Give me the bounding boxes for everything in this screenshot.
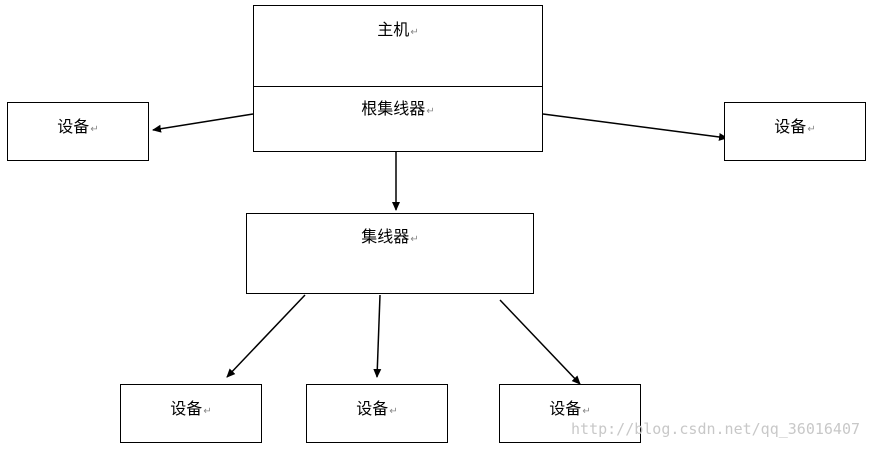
device-box-bottom-2: 设备↵ bbox=[306, 384, 448, 443]
root-hub-box: 根集线器↵ bbox=[253, 86, 543, 152]
arrow-hub-to-device-3 bbox=[499, 299, 581, 385]
device-label-row: 设备↵ bbox=[500, 399, 640, 422]
device-label-row: 设备↵ bbox=[121, 399, 261, 422]
host-label-row: 主机↵ bbox=[254, 20, 542, 43]
hub-label-row: 集线器↵ bbox=[247, 227, 533, 250]
device-label-bottom-1: 设备 bbox=[170, 399, 203, 418]
device-label-bottom-3: 设备 bbox=[549, 399, 582, 418]
device-box-bottom-3: 设备↵ bbox=[499, 384, 641, 443]
return-mark-icon: ↵ bbox=[389, 406, 398, 417]
return-mark-icon: ↵ bbox=[410, 234, 419, 245]
arrow-hub-to-device-2 bbox=[373, 294, 382, 378]
device-label-right: 设备 bbox=[774, 117, 807, 136]
root-hub-label: 根集线器 bbox=[361, 99, 426, 118]
return-mark-icon: ↵ bbox=[582, 406, 591, 417]
device-label-left: 设备 bbox=[57, 117, 90, 136]
return-mark-icon: ↵ bbox=[90, 124, 99, 135]
return-mark-icon: ↵ bbox=[410, 27, 419, 38]
device-box-right: 设备↵ bbox=[724, 102, 866, 161]
device-label-row: 设备↵ bbox=[307, 399, 447, 422]
arrow-root-hub-to-right-device bbox=[542, 113, 728, 141]
hub-box: 集线器↵ bbox=[246, 213, 534, 294]
device-label-row: 设备↵ bbox=[8, 117, 148, 140]
device-label-bottom-2: 设备 bbox=[356, 399, 389, 418]
device-box-bottom-1: 设备↵ bbox=[120, 384, 262, 443]
host-label: 主机 bbox=[377, 20, 410, 39]
hub-label: 集线器 bbox=[361, 227, 410, 246]
return-mark-icon: ↵ bbox=[426, 106, 435, 117]
device-box-left: 设备↵ bbox=[7, 102, 149, 161]
root-hub-label-row: 根集线器↵ bbox=[254, 99, 542, 122]
return-mark-icon: ↵ bbox=[807, 124, 816, 135]
host-box: 主机↵ bbox=[253, 5, 543, 88]
arrow-hub-to-device-1 bbox=[226, 294, 306, 378]
return-mark-icon: ↵ bbox=[203, 406, 212, 417]
watermark-url: http://blog.csdn.net/qq_36016407 bbox=[571, 420, 860, 438]
arrow-root-hub-to-left-device bbox=[152, 113, 254, 133]
device-label-row: 设备↵ bbox=[725, 117, 865, 140]
